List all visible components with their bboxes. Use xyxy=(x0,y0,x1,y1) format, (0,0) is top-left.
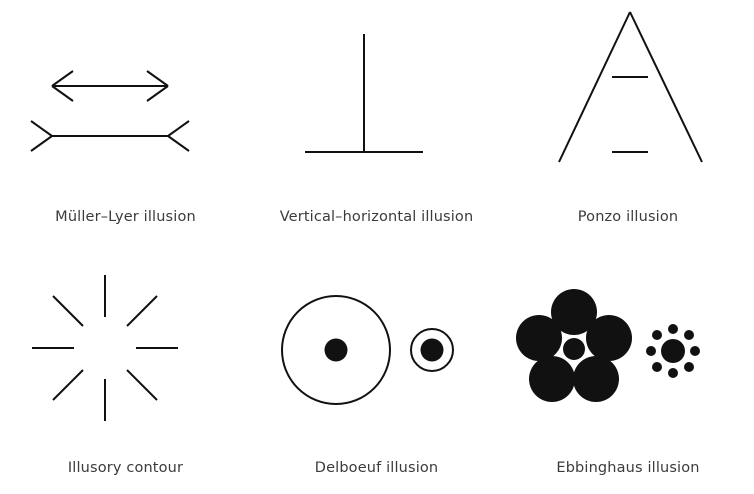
delboeuf-small-ring-inner-dot xyxy=(420,338,444,362)
figure-ponzo: Ponzo illusion xyxy=(502,0,754,247)
delboeuf-svg xyxy=(281,295,454,405)
ebbinghaus-left-surround-2 xyxy=(586,315,632,361)
muller-lyer-bottom-right-fin-upper xyxy=(167,120,190,137)
delboeuf-artwork xyxy=(251,247,502,435)
muller-lyer-artwork xyxy=(0,0,251,188)
delboeuf-large-ring xyxy=(281,295,391,405)
illusory-ray-45deg xyxy=(126,295,158,327)
muller-lyer-top-right-fin-upper xyxy=(146,70,169,87)
figure-caption-muller-lyer: Müller–Lyer illusion xyxy=(55,209,196,225)
ponzo-artwork xyxy=(502,0,754,188)
illusory-ray-315deg xyxy=(126,369,158,401)
ebbinghaus-right-surround-2 xyxy=(684,330,694,340)
figure-vertical-horizontal: Vertical–horizontal illusion xyxy=(251,0,502,247)
illusory-ray-135deg xyxy=(52,295,84,327)
ponzo-left-rail xyxy=(558,11,631,163)
illusory-contour-artwork xyxy=(0,247,251,435)
figure-caption-vertical-horizontal: Vertical–horizontal illusion xyxy=(279,209,474,225)
muller-lyer-bottom-left-fin-upper xyxy=(30,120,53,137)
ponzo-svg xyxy=(558,11,703,163)
figure-delboeuf: Delboeuf illusion xyxy=(251,247,502,494)
ebbinghaus-right-center-dot xyxy=(661,339,685,363)
ebbinghaus-right-group xyxy=(646,324,700,378)
figure-caption-delboeuf: Delboeuf illusion xyxy=(314,460,439,476)
figure-ebbinghaus: Ebbinghaus illusion xyxy=(502,247,754,494)
ebbinghaus-right-surround-7 xyxy=(646,346,656,356)
ebbinghaus-artwork xyxy=(502,247,754,435)
muller-lyer-svg xyxy=(30,70,190,152)
muller-lyer-top-left-fin-upper xyxy=(51,70,74,87)
ebbinghaus-right-surround-8 xyxy=(652,330,662,340)
ebbinghaus-left-surround-4 xyxy=(529,356,575,402)
vertical-horizontal-svg xyxy=(305,34,423,153)
delboeuf-left-group xyxy=(281,295,391,405)
ebbinghaus-svg xyxy=(516,289,700,402)
muller-lyer-bottom-right-fin-lower xyxy=(167,135,190,152)
ebbinghaus-right-surround-6 xyxy=(652,362,662,372)
illusory-contour-svg xyxy=(32,275,178,421)
muller-lyer-bottom-left-fin-lower xyxy=(30,135,53,152)
figure-illusory-contour: Illusory contour xyxy=(0,247,251,494)
ebbinghaus-left-group xyxy=(516,289,632,402)
figure-muller-lyer: Müller–Lyer illusion xyxy=(0,0,251,247)
illusory-ray-225deg xyxy=(52,369,84,401)
delboeuf-right-group xyxy=(410,328,454,372)
illusory-contour-rays xyxy=(32,275,178,421)
ebbinghaus-right-surround-1 xyxy=(668,324,678,334)
ebbinghaus-right-surround-5 xyxy=(668,368,678,378)
figure-caption-illusory-contour: Illusory contour xyxy=(67,460,184,476)
figure-caption-ponzo: Ponzo illusion xyxy=(577,209,679,225)
ebbinghaus-left-surround-5 xyxy=(516,315,562,361)
ebbinghaus-left-surround-1 xyxy=(551,289,597,335)
delboeuf-large-ring-inner-dot xyxy=(324,338,348,362)
muller-lyer-top-right-fin-lower xyxy=(146,85,169,102)
ebbinghaus-left-center-dot xyxy=(563,338,585,360)
ponzo-right-rail xyxy=(629,11,703,163)
figure-caption-ebbinghaus: Ebbinghaus illusion xyxy=(556,460,700,476)
ebbinghaus-right-surround-4 xyxy=(684,362,694,372)
ebbinghaus-left-surround-3 xyxy=(573,356,619,402)
vertical-horizontal-artwork xyxy=(251,0,502,188)
delboeuf-small-ring xyxy=(410,328,454,372)
ebbinghaus-right-surround-3 xyxy=(690,346,700,356)
muller-lyer-top-left-fin-lower xyxy=(51,85,74,102)
